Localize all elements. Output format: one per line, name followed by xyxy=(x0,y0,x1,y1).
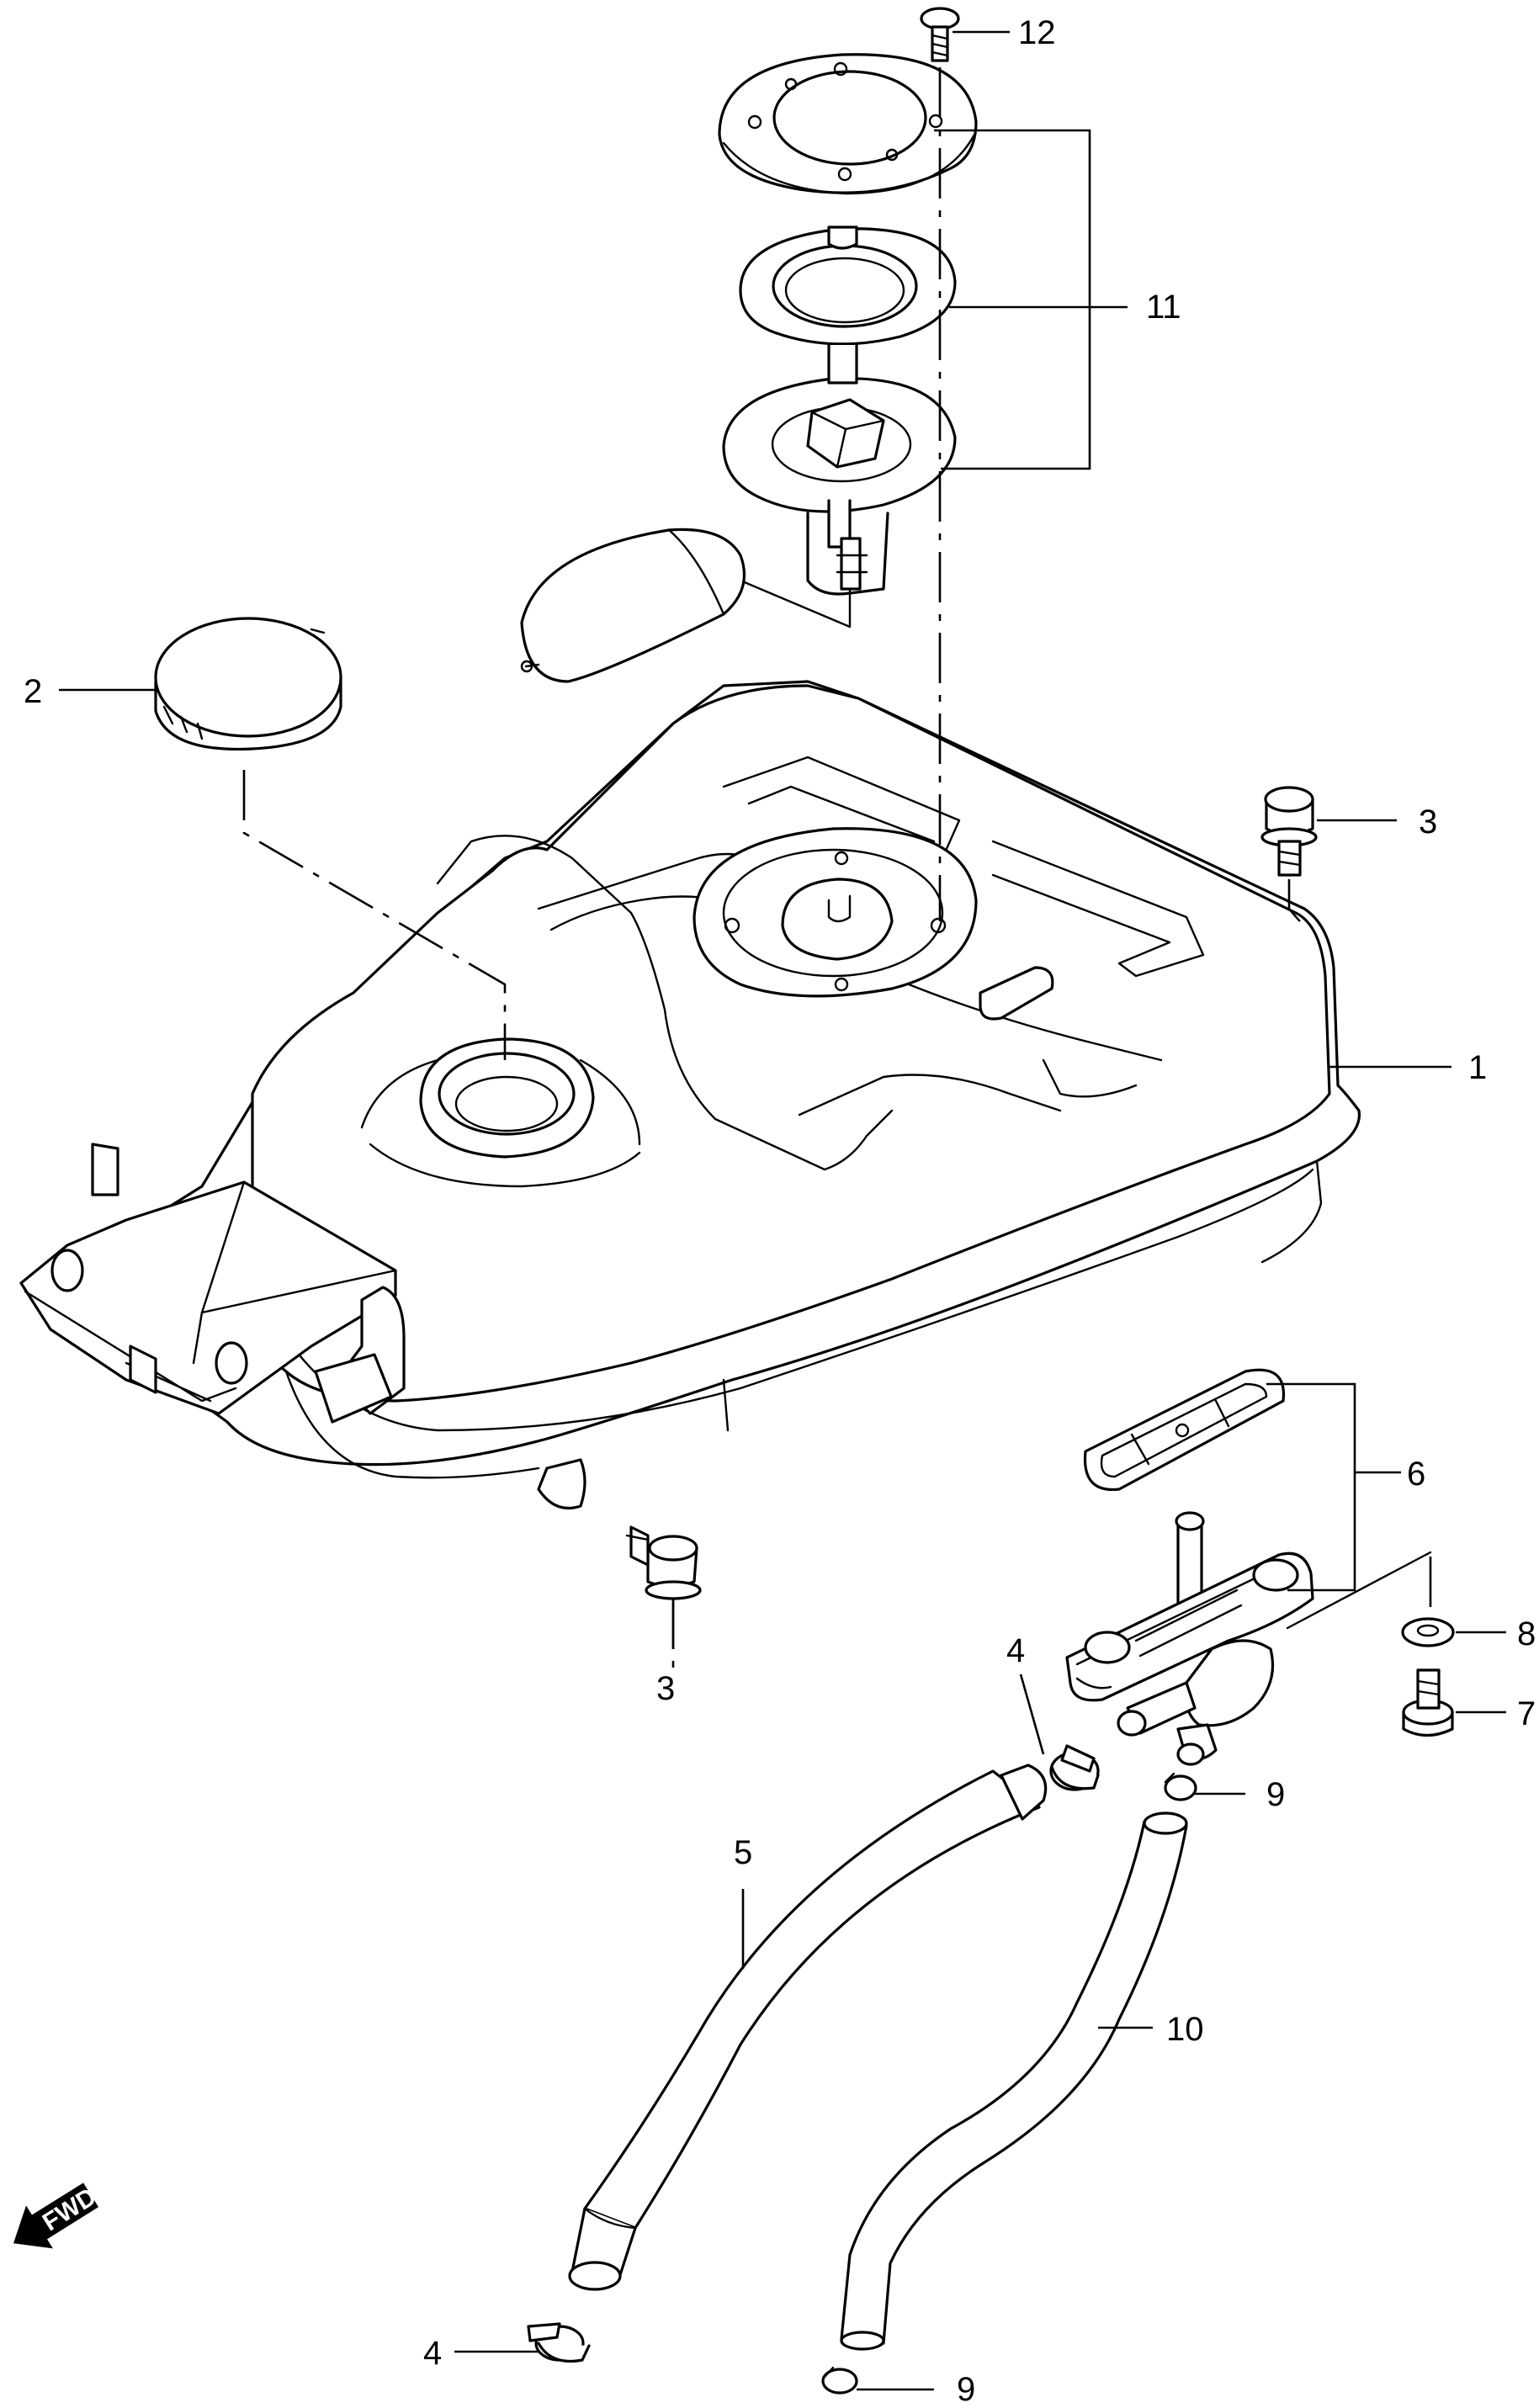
part-10-vent-hose xyxy=(840,1811,1188,2351)
callout-4-upper: 4 xyxy=(1006,1632,1025,1669)
callout-11: 11 xyxy=(1146,289,1181,326)
part-11-fuel-pump-assembly xyxy=(520,53,978,683)
part-6-fuel-valve xyxy=(1065,1511,1314,1766)
callout-10: 10 xyxy=(1166,2011,1204,2048)
part-4-clamp-lower xyxy=(527,2322,591,2363)
callout-3-lower: 3 xyxy=(656,1670,675,1707)
part-7-screw xyxy=(1402,1668,1454,1737)
callout-9-upper: 9 xyxy=(1266,1776,1285,1813)
part-1-fuel-tank xyxy=(19,680,1361,1510)
callout-12: 12 xyxy=(1018,14,1056,51)
part-2-fuel-cap xyxy=(154,617,342,751)
forward-arrow-icon: FWD xyxy=(13,2183,101,2249)
part-8-washer xyxy=(1401,1617,1455,1647)
part-5-fuel-hose xyxy=(568,1764,1048,2291)
fwd-label: FWD xyxy=(38,2183,101,2236)
callout-7: 7 xyxy=(1517,1695,1536,1732)
part-3-bolt-upper xyxy=(1260,786,1318,922)
callout-2: 2 xyxy=(24,673,42,710)
callout-8: 8 xyxy=(1517,1615,1536,1652)
callout-5: 5 xyxy=(734,1834,752,1871)
assembly-line-valve xyxy=(1286,1551,1432,1630)
callout-3-upper: 3 xyxy=(1419,804,1437,841)
leader-lines xyxy=(59,30,1506,2391)
part-4-clamp-upper xyxy=(1049,1744,1100,1791)
part-9-clip-lower xyxy=(821,2366,858,2395)
part-12-screw xyxy=(920,7,960,62)
callout-4-lower: 4 xyxy=(423,2335,442,2372)
callout-1: 1 xyxy=(1468,1049,1487,1086)
assembly-line-cap xyxy=(242,770,507,1060)
callout-labels: 12 11 2 3 1 3 6 8 7 4 9 5 10 4 9 xyxy=(24,14,1536,2408)
part-6-gasket xyxy=(1083,1368,1286,1492)
callout-6: 6 xyxy=(1407,1456,1425,1493)
callout-9-lower: 9 xyxy=(957,2371,975,2408)
part-9-clip-upper xyxy=(1164,1772,1197,1801)
part-3-bolt-lower xyxy=(625,1525,702,1600)
